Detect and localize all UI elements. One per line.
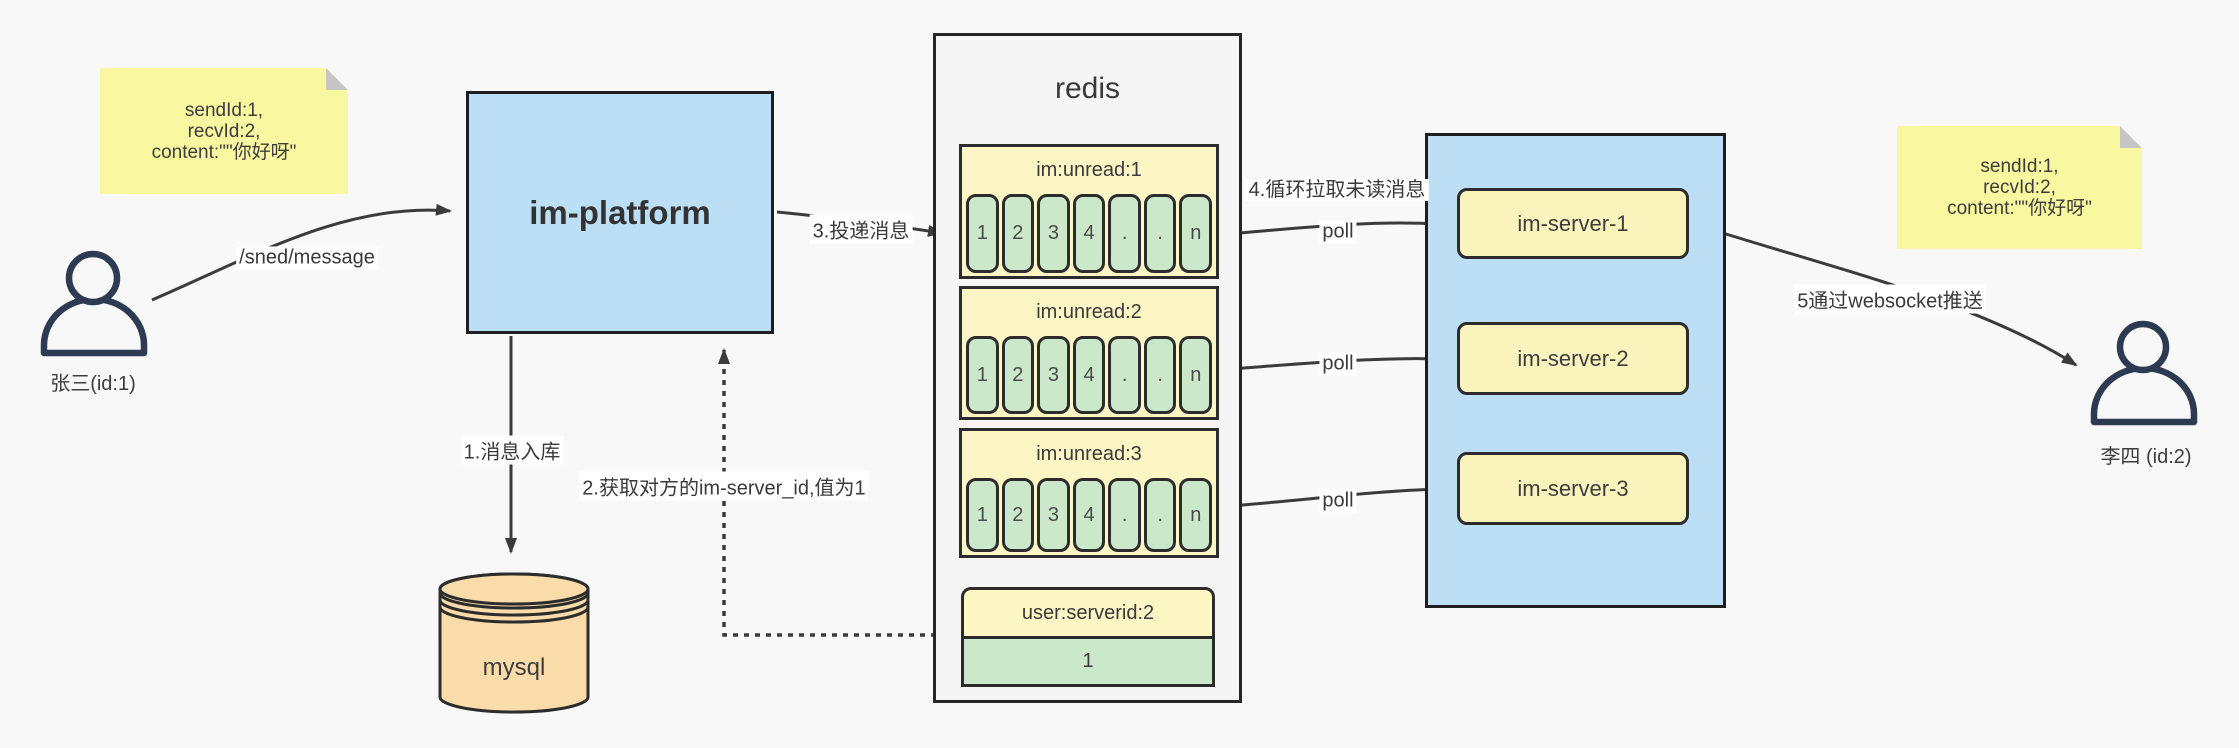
queue-cell: n: [1179, 336, 1213, 414]
im-platform-node: im-platform: [466, 91, 774, 334]
queue-cell: .: [1143, 194, 1177, 273]
note-line: recvId:2,: [1983, 177, 2056, 198]
queue-cell: 4: [1072, 478, 1106, 552]
queue-cell: 2: [1001, 336, 1035, 414]
person-body: [2090, 364, 2198, 426]
queue-cells: 1 2 3 4 . . n: [966, 194, 1213, 273]
queue-cell: 1: [966, 478, 999, 552]
queue-cell: 3: [1037, 194, 1070, 273]
queue-cells: 1 2 3 4 . . n: [966, 336, 1213, 414]
edge-label-step1: 1.消息入库: [460, 435, 564, 465]
person-head: [65, 250, 121, 306]
queue-cell: 3: [1037, 336, 1070, 414]
im-server-1-node: im-server-1: [1457, 188, 1689, 259]
queue-im-unread-1: im:unread:1 1 2 3 4 . . n: [959, 144, 1219, 279]
queue-cell: .: [1143, 478, 1177, 552]
queue-cell: 4: [1072, 194, 1106, 273]
im-server-2-label: im-server-2: [1517, 345, 1629, 371]
edge-label-poll-2: poll: [1319, 352, 1357, 376]
queue-im-unread-2: im:unread:2 1 2 3 4 . . n: [959, 286, 1219, 420]
cylinder-ring: [438, 599, 590, 617]
note-line: sendId:1,: [1980, 156, 2059, 177]
queue-cell: 1: [966, 194, 999, 273]
edge-label-poll-1: poll: [1319, 220, 1357, 244]
edge-label-step2: 2.获取对方的im-server_id,值为1: [579, 471, 869, 501]
note-line: recvId:2,: [187, 120, 261, 142]
note-line: content:""你好呀": [1947, 198, 2092, 219]
queue-cell: 3: [1037, 478, 1070, 552]
queue-im-unread-3: im:unread:3 1 2 3 4 . . n: [959, 428, 1219, 558]
user-icon-receiver: [2090, 320, 2198, 426]
queue-cell: 2: [1001, 478, 1035, 552]
edge-label-step3: 3.投递消息: [809, 214, 913, 244]
im-platform-label: im-platform: [529, 193, 711, 231]
queue-cell: .: [1108, 194, 1141, 273]
queue-cell: .: [1143, 336, 1177, 414]
queue-cells: 1 2 3 4 . . n: [966, 478, 1213, 552]
edge-label-poll-3: poll: [1319, 489, 1357, 513]
im-server-1-label: im-server-1: [1517, 210, 1629, 236]
mysql-label: mysql: [482, 654, 546, 681]
queue-cell: 2: [1001, 194, 1035, 273]
lookup-serverid-dashed-arrow: [718, 348, 958, 637]
queue-cell: 1: [966, 336, 999, 414]
sender-label: 张三(id:1): [50, 373, 136, 395]
user-serverid-map: user:serverid:2 1: [961, 587, 1215, 687]
queue-header: im:unread:2: [1036, 300, 1142, 323]
im-server-3-label: im-server-3: [1517, 475, 1629, 501]
cylinder-ring: [438, 606, 590, 624]
note-line: content:""你好呀": [151, 141, 297, 163]
im-server-2-node: im-server-2: [1457, 322, 1689, 395]
queue-header: im:unread:3: [1036, 442, 1142, 465]
sticky-note-right: sendId:1, recvId:2, content:""你好呀": [1897, 126, 2142, 249]
receiver-label: 李四 (id:2): [2100, 446, 2192, 468]
mysql-database-icon: [438, 572, 590, 714]
queue-cell: .: [1108, 336, 1141, 414]
user-icon-sender: [40, 250, 148, 357]
edge-label-send-endpoint: /sned/message: [236, 246, 378, 270]
queue-cell: .: [1108, 478, 1141, 552]
map-value: 1: [961, 636, 1215, 687]
cylinder-ring: [438, 592, 590, 610]
sticky-note-left: sendId:1, recvId:2, content:""你好呀": [100, 68, 348, 194]
person-body: [40, 295, 148, 357]
edge-label-step4: 4.循环拉取未读消息: [1245, 179, 1429, 201]
map-key: user:serverid:2: [961, 587, 1215, 639]
cylinder-top: [438, 572, 590, 606]
person-head: [2116, 320, 2170, 374]
redis-title: redis: [1054, 72, 1121, 105]
queue-cell: 4: [1072, 336, 1106, 414]
im-server-3-node: im-server-3: [1457, 452, 1689, 525]
queue-header: im:unread:1: [1036, 158, 1142, 181]
queue-cell: n: [1179, 194, 1213, 273]
queue-cell: n: [1179, 478, 1213, 552]
note-line: sendId:1,: [184, 99, 264, 121]
edge-label-step5: 5通过websocket推送: [1794, 284, 1986, 314]
send-message-arrow: [151, 203, 452, 302]
